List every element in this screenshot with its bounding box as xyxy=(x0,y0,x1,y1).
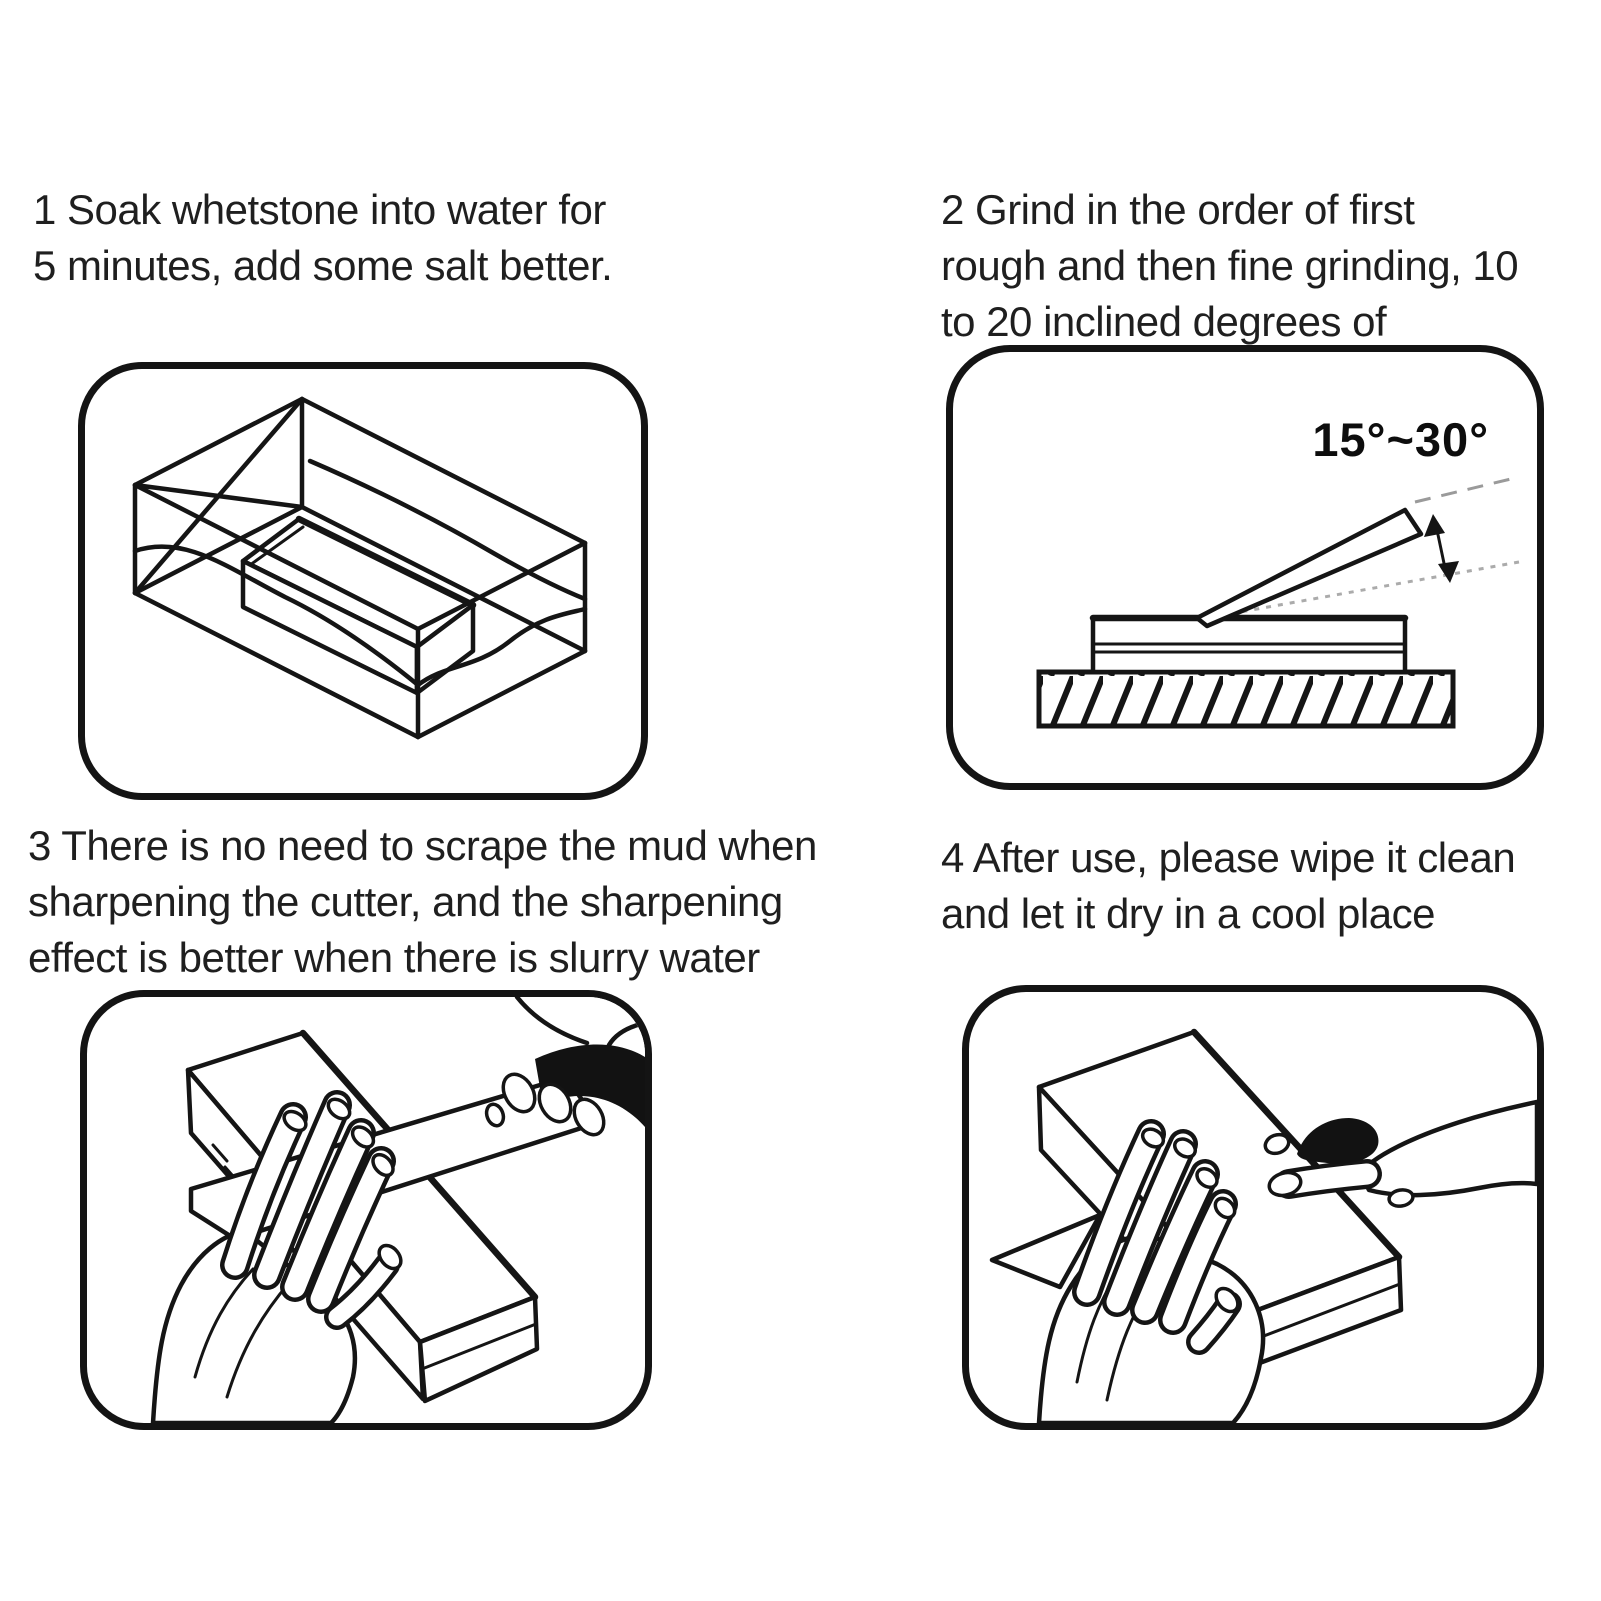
cloth-corner xyxy=(989,1212,1103,1290)
panel-sharpen xyxy=(80,990,652,1430)
hatched-table xyxy=(1036,669,1456,729)
sharpen-illustration-icon xyxy=(150,997,645,1423)
knife-handle xyxy=(535,1044,645,1127)
panel-wipe xyxy=(962,985,1544,1430)
water-line xyxy=(415,606,588,688)
step-3-text: 3 There is no need to scrape the mud whe… xyxy=(28,822,817,981)
left-hand xyxy=(150,1090,403,1423)
water-tank-front xyxy=(132,482,588,740)
wipe-illustration-icon xyxy=(989,1028,1537,1423)
soak-illustration-icon xyxy=(132,396,588,740)
step-1-text: 1 Soak whetstone into water for 5 minute… xyxy=(33,186,613,289)
whetstone-side xyxy=(1089,614,1409,675)
panel-grind: 15°~30° xyxy=(946,345,1544,790)
water-tank xyxy=(132,396,588,654)
grind-illustration-icon xyxy=(1036,476,1520,729)
step-2-text: 2 Grind in the order of first rough and … xyxy=(941,186,1519,345)
lower-dashed-guide xyxy=(1206,560,1520,620)
right-hand xyxy=(484,997,645,1137)
panel-soak xyxy=(78,362,648,800)
left-hand xyxy=(1036,1119,1266,1423)
angle-arrow-icon xyxy=(1424,514,1459,583)
angle-range-label: 15°~30° xyxy=(1312,413,1489,466)
step-4-text: 4 After use, please wipe it clean and le… xyxy=(941,834,1516,937)
knife-blade xyxy=(1194,507,1424,629)
water-line xyxy=(307,458,588,602)
upper-dashed-guide xyxy=(1414,476,1516,504)
right-hand xyxy=(1263,1099,1537,1208)
water-line xyxy=(132,544,421,688)
sponge xyxy=(1297,1118,1379,1164)
